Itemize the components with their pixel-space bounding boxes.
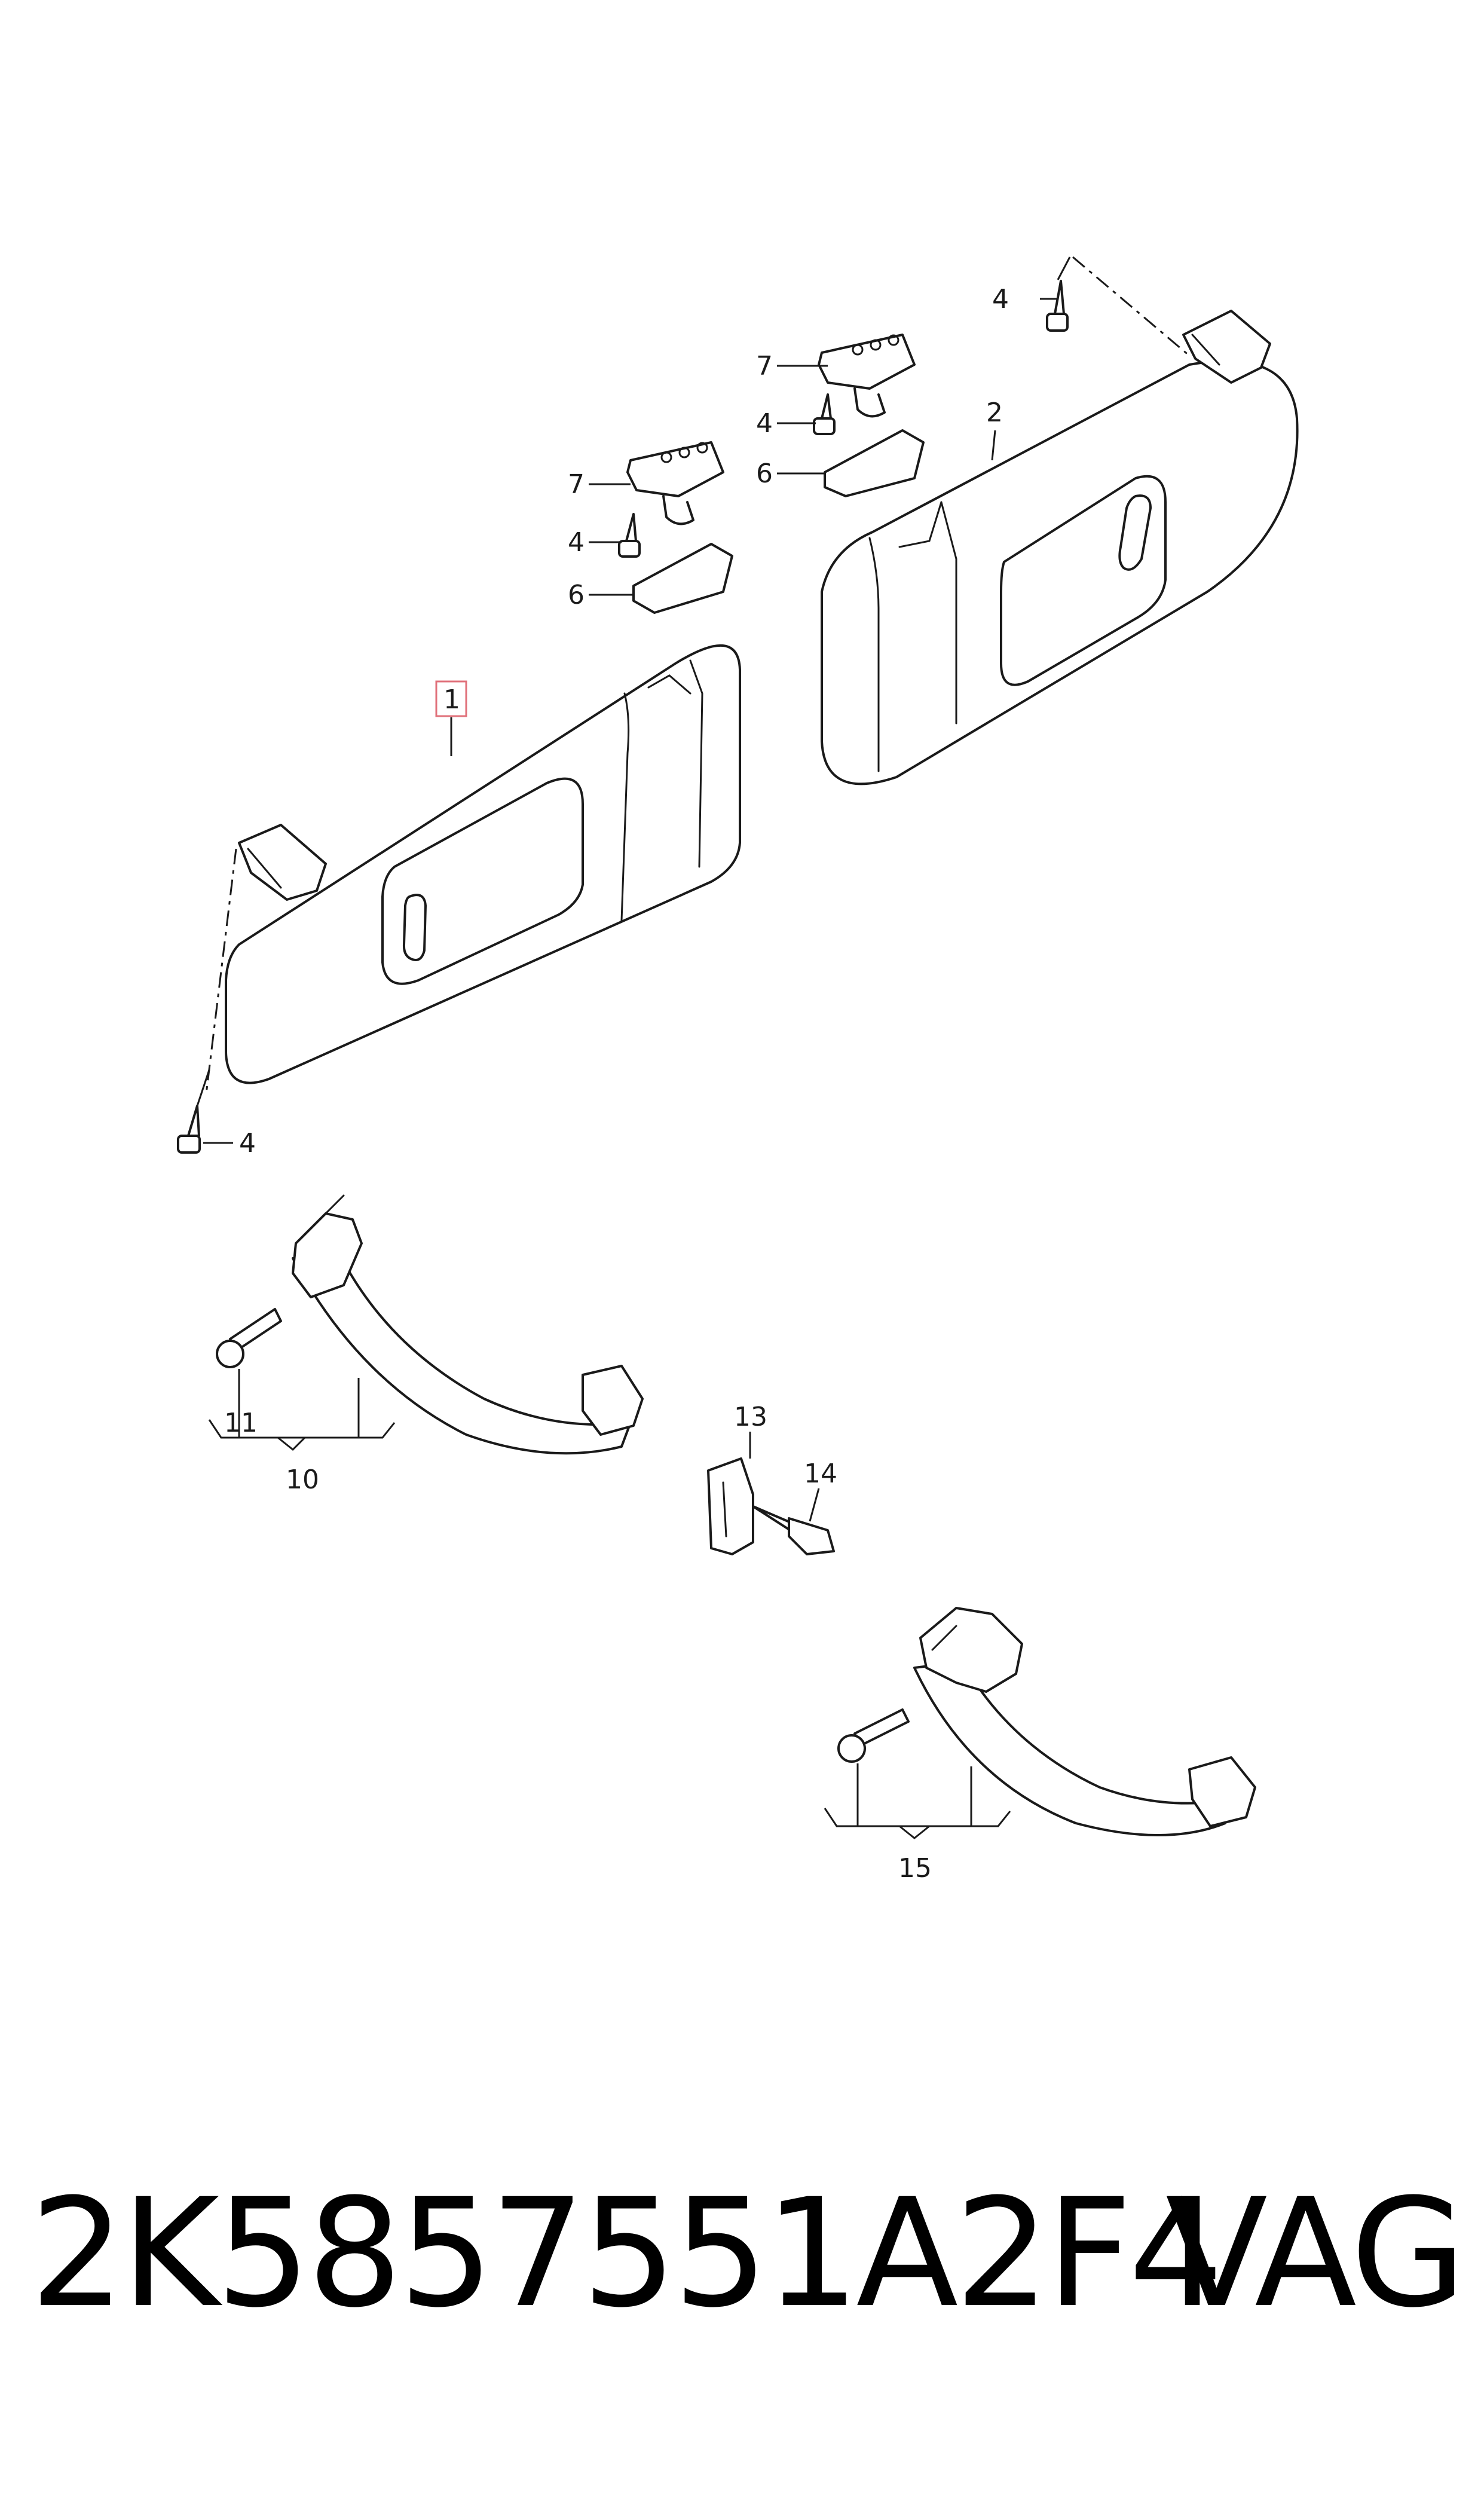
callout-1: 1 [443,684,460,715]
sun-visor-left [225,644,741,1084]
bracket-10 [208,1419,396,1439]
screw-left-bottom [177,1105,201,1154]
callout-1-highlight-box [435,680,467,717]
visor-holder-top [818,334,925,497]
callout-6-top: 6 [756,458,773,489]
footer: 2K5857551A2F4 VAG [30,2166,1466,2340]
callout-4-top: 4 [756,408,773,439]
callout-7-mid: 7 [568,469,585,500]
part-number: 2K5857551A2F4 [30,2166,1223,2340]
leader-dash-right [1072,256,1190,357]
callout-7-top: 7 [756,351,773,381]
grab-handle-left [216,1194,644,1455]
callout-10: 10 [286,1465,319,1495]
grab-handle-right [837,1607,1256,1836]
callout-14: 14 [804,1459,837,1489]
screw-holder-bottom [618,513,641,558]
screw-14 [752,1505,835,1555]
callout-6-mid: 6 [568,580,585,610]
callout-11: 11 [224,1408,258,1438]
brand-label: VAG [1165,2166,1466,2340]
callout-13: 13 [734,1402,767,1432]
callout-4-left: 4 [239,1128,256,1158]
clip-13 [707,1457,754,1555]
visor-holder-bottom [626,441,733,614]
leader-dash-left [205,848,237,1095]
callout-2: 2 [986,398,1003,428]
sun-visor-right [821,310,1299,785]
bracket-15 [824,1808,1011,1827]
screw-top-right [1046,280,1069,332]
callout-4-top-right: 4 [992,284,1009,314]
callout-4-mid: 4 [568,527,585,558]
screw-holder-top [813,393,836,435]
callout-15: 15 [898,1853,932,1884]
